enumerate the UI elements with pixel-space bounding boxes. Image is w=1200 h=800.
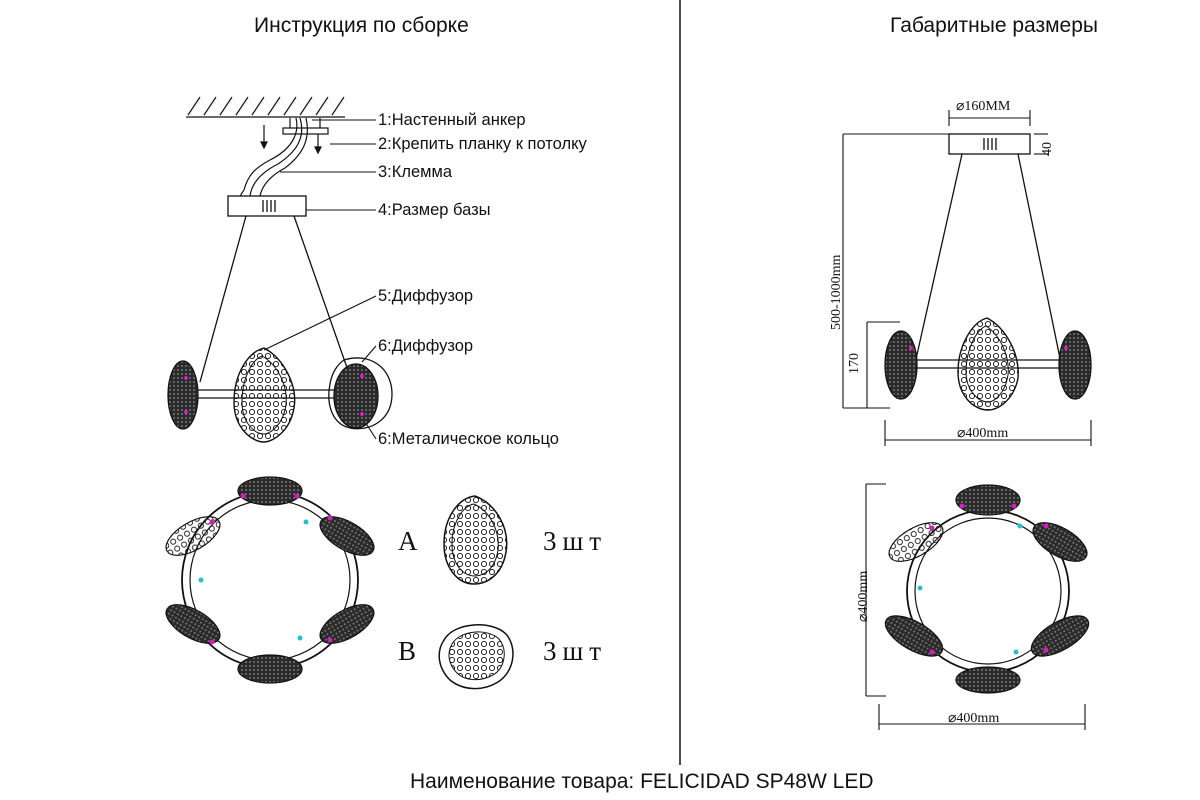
top-view-right [884,484,1090,694]
suspension-cables [199,215,353,383]
side-view-fixture [167,347,393,443]
dim-shade-height-line [866,321,900,408]
product-name: Наименование товара: FELICIDAD SP48W LED [410,770,874,793]
dim-base-height-line [1034,133,1048,155]
part-b-diffuser-drawing [438,624,514,690]
callout-wall-anchor: 1:Настенный анкер [378,111,526,129]
part-a-quantity: 3шт [543,526,608,556]
callout-diffuser-a: 5:Диффузор [378,287,474,305]
right-side-fixture [884,317,1092,411]
dim-top-width: ⌀400mm [948,711,1000,726]
mounting-hardware [237,117,329,215]
base-canopy [227,195,307,217]
part-a-diffuser-drawing [443,495,508,585]
callout-diffuser-b: 6:Диффузор [378,337,474,355]
part-a-letter: A [398,526,418,556]
dim-top-width-line [878,704,1086,730]
top-view-left [165,476,375,684]
dimensions-title: Габаритные размеры [890,14,1098,37]
callout-metal-ring: 6:Металическое кольцо [378,430,559,448]
assembly-title: Инструкция по сборке [254,14,469,37]
part-b-quantity: 3шт [543,636,608,666]
right-suspension-cables [913,153,1063,369]
callout-terminal: 3:Клемма [378,163,453,181]
right-base-canopy [948,133,1031,155]
dim-side-width: ⌀400mm [957,426,1009,441]
callout-ceiling-plate: 2:Крепить планку к потолку [378,135,587,153]
ceiling-hatch [186,96,345,118]
callout-base-size: 4:Размер базы [378,201,491,219]
dim-side-width-line [884,420,1092,446]
dim-base-diameter: ⌀160MM [956,99,1011,114]
dim-top-height-line [865,483,886,697]
dim-base-diameter-line [948,110,1031,126]
part-b-letter: B [398,636,417,666]
